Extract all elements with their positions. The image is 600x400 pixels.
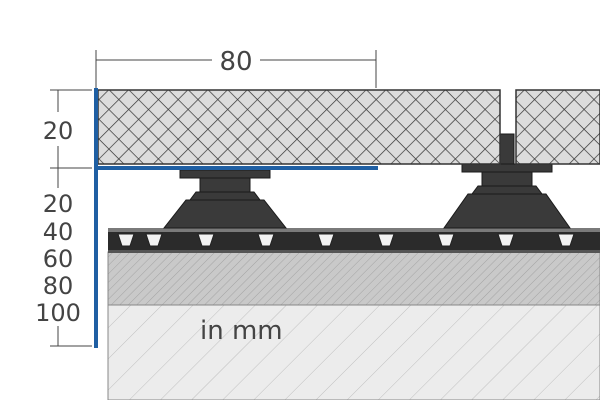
concrete-base (107, 304, 600, 400)
dimension-left (50, 89, 92, 347)
height-label: 60 (43, 245, 74, 273)
pedestal-left (162, 169, 288, 229)
tile-left (97, 89, 501, 165)
dimension-top-label: 80 (219, 47, 252, 77)
tile-height-label: 20 (43, 117, 74, 145)
unit-note: in mm (200, 316, 283, 346)
pedestal-right (443, 133, 571, 229)
drainage-mat (108, 228, 600, 253)
height-label: 80 (43, 272, 74, 300)
screed-layer (107, 251, 600, 306)
dimension-top (95, 50, 377, 88)
height-label: 100 (35, 299, 81, 327)
height-label: 20 (43, 190, 74, 218)
tile-right (515, 89, 600, 165)
height-label: 40 (43, 218, 74, 246)
edge-profile (94, 88, 378, 348)
height-range: 20 40 60 80 100 (35, 190, 81, 327)
